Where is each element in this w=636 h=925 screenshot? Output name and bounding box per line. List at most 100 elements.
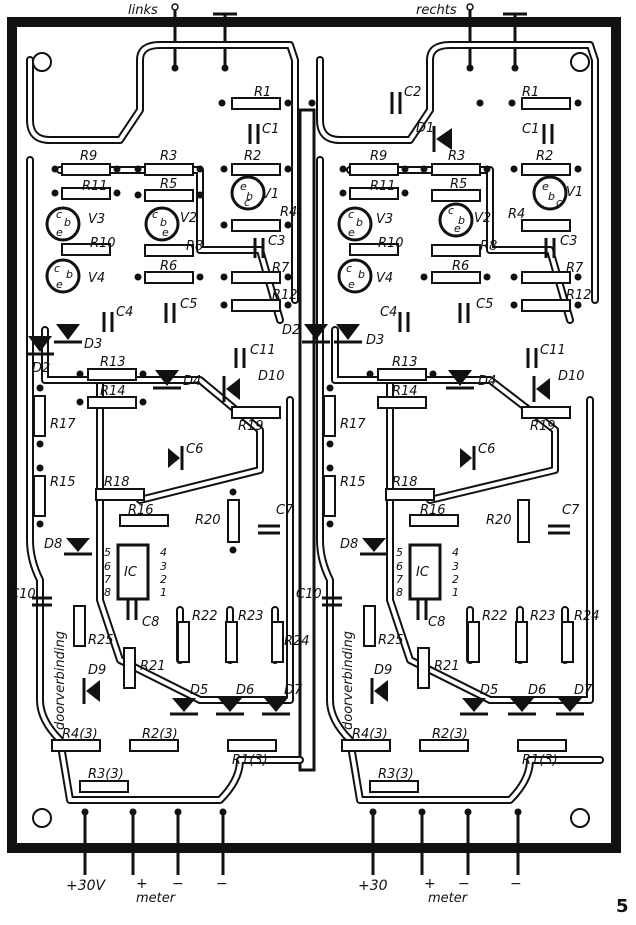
capacitor-c8-left — [126, 600, 138, 620]
label-r17-left: R17 — [50, 417, 76, 432]
label-r2-3-left: R2(3) — [142, 727, 178, 742]
capacitor-c4-right — [398, 312, 410, 332]
svg-text:e: e — [240, 180, 247, 193]
capacitor-c7-left — [258, 524, 280, 535]
label-r6-right: R6 — [452, 259, 469, 274]
label-r21-right: R21 — [434, 659, 460, 674]
label-d6-left: D6 — [236, 683, 254, 698]
label-c11-right: C11 — [540, 343, 566, 358]
label-r1-3-right: R1(3) — [522, 753, 558, 768]
label-supply-right: +30 — [358, 878, 388, 894]
label-r7-left: R7 — [272, 261, 290, 276]
label-c2: C2 — [404, 85, 421, 100]
capacitor-c11-right — [526, 348, 538, 368]
label-r8-left: R8 — [186, 239, 203, 254]
label-d4-right: D4 — [478, 374, 496, 389]
label-minus-right: − — [458, 876, 470, 892]
external-wires — [83, 10, 527, 875]
input-right-terminal — [466, 3, 474, 11]
label-c3-right: C3 — [560, 234, 577, 249]
capacitor-c2 — [390, 92, 402, 114]
mounting-hole-top-right — [570, 52, 590, 72]
resistor-r23-right — [515, 621, 528, 663]
ic-right — [408, 543, 442, 601]
label-r2-right: R2 — [536, 149, 553, 164]
label-ic-pin4-left: 4 — [160, 546, 167, 559]
label-r19-left: R19 — [238, 419, 264, 434]
svg-text:e: e — [454, 222, 461, 235]
label-ground-left: − — [216, 876, 228, 892]
resistor-r18-left — [95, 488, 145, 501]
resistor-r22-right — [467, 621, 480, 663]
diode-d9-left — [82, 678, 100, 704]
label-r14-left: R14 — [100, 384, 126, 399]
label-r20-left: R20 — [195, 513, 221, 528]
transistor-pin-labels: e b c b c e c b e c b e e b c c b e c b … — [54, 180, 562, 291]
input-left-label: links — [128, 3, 158, 18]
resistor-r17-right — [323, 395, 336, 437]
resistor-r8-left — [144, 244, 194, 257]
label-c4-right: C4 — [380, 305, 397, 320]
svg-text:e: e — [348, 278, 355, 291]
diode-d7-left — [262, 698, 290, 716]
diode-d6-right — [508, 698, 536, 716]
label-d2-left: D2 — [32, 361, 50, 376]
resistor-r5-right — [431, 189, 481, 202]
resistor-r10-left — [61, 243, 111, 256]
resistor-r10-right — [349, 243, 399, 256]
label-c6-left: C6 — [186, 442, 203, 457]
transistor-v3-left — [45, 206, 81, 242]
resistor-r1-right — [521, 97, 571, 110]
label-plus-left: + — [136, 876, 148, 892]
resistor-r11-right — [349, 187, 399, 200]
capacitor-c8-right — [416, 600, 428, 620]
label-c7-left: C7 — [276, 503, 294, 518]
label-r5-right: R5 — [450, 177, 467, 192]
label-ic-pin2-left: 2 — [160, 573, 167, 586]
label-r25-right: R25 — [378, 633, 404, 648]
resistor-r4-3-left — [51, 739, 101, 752]
figure-number: 5 — [616, 896, 629, 917]
label-r24-right: R24 — [574, 609, 600, 624]
label-c5-left: C5 — [180, 297, 197, 312]
resistor-r9-left — [61, 163, 111, 176]
labels-right: rechts C2 D1 R1 C1 R9 R3 R2 R11 R5 V1 R4… — [282, 3, 600, 782]
label-r22-left: R22 — [192, 609, 218, 624]
resistor-r13-left — [87, 368, 137, 381]
svg-text:c: c — [54, 262, 60, 275]
svg-text:b: b — [66, 268, 73, 281]
label-r6-left: R6 — [160, 259, 177, 274]
label-r5-left: R5 — [160, 177, 177, 192]
label-ic-pin1-left: 1 — [160, 586, 167, 599]
svg-text:c: c — [152, 208, 158, 221]
label-r3-right: R3 — [448, 149, 465, 164]
label-r1-right: R1 — [522, 85, 539, 100]
components-right — [302, 97, 584, 793]
svg-text:e: e — [348, 226, 355, 239]
ic-left — [116, 543, 150, 601]
terminal-labels: +30V + − meter − +30 + − meter − — [66, 876, 522, 906]
label-c8-left: C8 — [142, 615, 159, 630]
resistor-r18-right — [385, 488, 435, 501]
label-r23-left: R23 — [238, 609, 264, 624]
resistor-r4-right — [521, 219, 571, 232]
label-ic-pin7-right: 7 — [396, 573, 403, 586]
label-meter-right: meter — [428, 891, 469, 906]
label-v4-right: V4 — [376, 271, 393, 286]
input-right-label: rechts — [416, 3, 457, 18]
labels-left: links R1 C1 R9 R3 R2 R11 R5 V1 R4 V3 V2 … — [10, 3, 310, 782]
resistor-r5-left — [144, 189, 194, 202]
resistor-r3-left — [144, 163, 194, 176]
svg-text:b: b — [548, 190, 555, 203]
capacitor-c10-right — [322, 596, 342, 607]
diode-d7-right — [556, 698, 584, 716]
resistor-r12-right — [521, 299, 571, 312]
components-left — [26, 97, 290, 793]
label-r13-right: R13 — [392, 355, 418, 370]
label-plus-right: + — [424, 876, 436, 892]
label-r19-right: R19 — [530, 419, 556, 434]
resistor-r14-left — [87, 396, 137, 409]
label-c11-left: C11 — [250, 343, 276, 358]
resistor-r7-right — [521, 271, 571, 284]
